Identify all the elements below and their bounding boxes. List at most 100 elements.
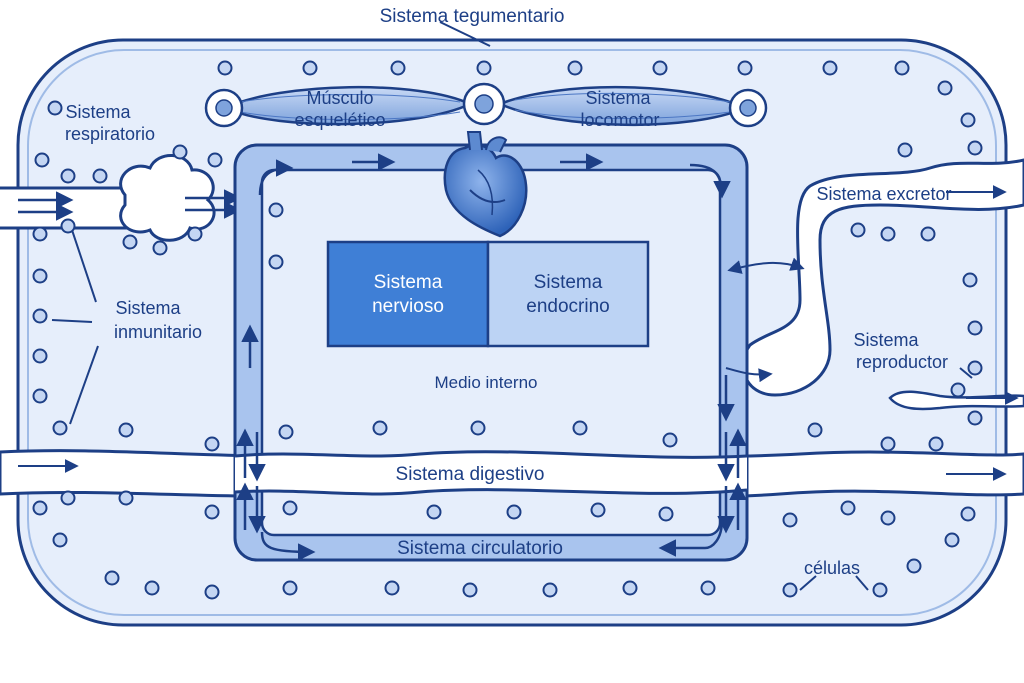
cell-icon [590,502,606,518]
cell-icon [700,580,716,596]
label-inmunitario-1: Sistema [115,298,181,318]
cell-icon [822,60,838,76]
cell-icon [372,420,388,436]
cell-icon [944,532,960,548]
cell-icon [567,60,583,76]
cell-icon [52,532,68,548]
cell-icon [950,382,966,398]
cell-icon [960,112,976,128]
cell-icon [967,360,983,376]
label-inmunitario-2: inmunitario [114,322,202,342]
cell-icon [302,60,318,76]
cell-icon [967,320,983,336]
cell-icon [872,582,888,598]
cell-icon [737,60,753,76]
cell-icon [172,144,188,160]
cell-icon [282,580,298,596]
cell-icon [152,240,168,256]
cell-icon [782,582,798,598]
label-musculo-1: Músculo [306,88,373,108]
cell-icon [32,348,48,364]
cell-icon [92,168,108,184]
cell-icon [187,226,203,242]
cell-icon [60,490,76,506]
cell-icon [60,168,76,184]
label-medio-interno: Medio interno [434,373,537,392]
cell-icon [897,142,913,158]
label-nervioso-2: nervioso [372,296,444,317]
cell-icon [470,420,486,436]
cell-icon [840,500,856,516]
label-reproductor-1: Sistema [853,330,919,350]
cell-icon [268,202,284,218]
label-musculo-2: esquelético [294,110,385,130]
cell-icon [937,80,953,96]
cell-icon [32,226,48,242]
cell-icon [928,436,944,452]
cell-icon [217,60,233,76]
cell-icon [104,570,120,586]
cell-icon [880,510,896,526]
cell-icon [204,504,220,520]
label-respiratorio-1: Sistema [65,102,131,122]
label-endocrino-2: endocrino [526,296,609,317]
nervous-system-box [326,240,490,348]
cell-icon [906,558,922,574]
cell-icon [894,60,910,76]
cell-icon [967,410,983,426]
cell-icon [34,152,50,168]
label-locomotor-1: Sistema [585,88,651,108]
cell-icon [622,580,638,596]
cell-icon [920,226,936,242]
cell-icon [662,432,678,448]
label-endocrino-1: Sistema [534,272,603,293]
cell-icon [652,60,668,76]
muscle-icon [204,82,768,128]
label-circulatorio: Sistema circulatorio [397,538,563,559]
reproductive-tube [888,390,1024,411]
cell-icon [782,512,798,528]
cell-icon [542,582,558,598]
cell-icon [32,500,48,516]
endocrine-system-box [486,240,650,348]
cell-icon [118,422,134,438]
tegument-inner-line [27,49,997,616]
cell-icon [967,140,983,156]
cell-icon [47,100,63,116]
cell-icon [426,504,442,520]
cell-icon [390,60,406,76]
cell-icon [144,580,160,596]
cloud-lung-icon [119,154,216,242]
cell-icon [960,506,976,522]
cell-icon [850,222,866,238]
label-digestivo: Sistema digestivo [396,464,545,485]
cell-icon [807,422,823,438]
cell-icon [506,504,522,520]
cell-icon [204,436,220,452]
label-celulas: células [804,558,860,578]
label-reproductor-2: reproductor [856,352,948,372]
cell-icon [60,218,76,234]
cell-icon [278,424,294,440]
heart-icon [443,131,528,238]
cell-icon [268,254,284,270]
label-tegumentario: Sistema tegumentario [380,6,565,27]
cell-icon [658,506,674,522]
cell-icon [462,582,478,598]
cell-icon [204,584,220,600]
cell-icon [282,500,298,516]
cells-group [32,60,983,600]
cell-icon [880,436,896,452]
cell-icon [880,226,896,242]
cell-icon [118,490,134,506]
cell-icon [32,308,48,324]
cell-icon [384,580,400,596]
cell-icon [122,234,138,250]
cell-icon [962,272,978,288]
cell-icon [52,420,68,436]
label-locomotor-2: locomotor [580,110,659,130]
cell-icon [32,388,48,404]
circulation-arrows [236,153,747,561]
label-excretor: Sistema excretor [816,184,951,204]
